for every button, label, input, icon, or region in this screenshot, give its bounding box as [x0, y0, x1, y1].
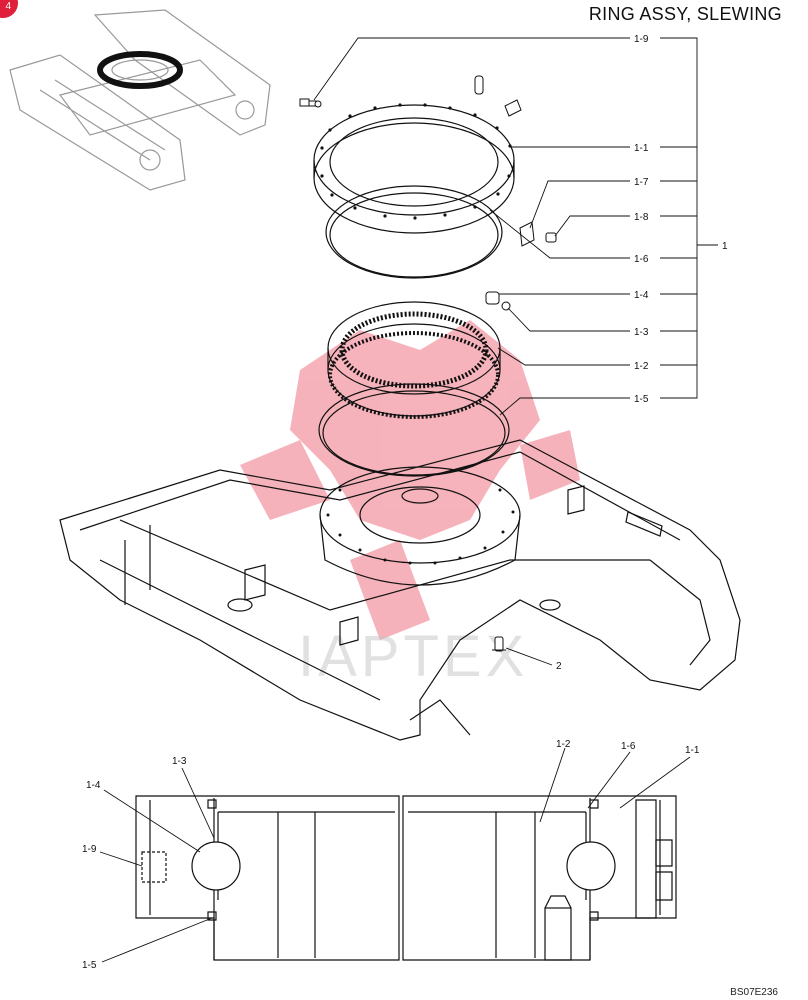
- section-callout-1-2: 1-2: [556, 739, 571, 750]
- diagram-title: RING ASSY, SLEWING: [588, 4, 782, 24]
- bolt-2: [492, 636, 506, 652]
- seal-1-6: [325, 185, 503, 279]
- callout-leaders: [313, 37, 718, 666]
- watermark-logo: [240, 320, 580, 640]
- grease-nipple-1-9: [299, 98, 322, 108]
- watermark-text: IAPTEX: [298, 624, 528, 689]
- callout-1-6: 1-6: [634, 254, 649, 265]
- track-frame: [59, 439, 741, 741]
- callout-1: 1: [722, 241, 728, 252]
- callout-1-1: 1-1: [634, 143, 649, 154]
- callout-1-9: 1-9: [634, 34, 649, 45]
- callout-labels: 1-9 1-1 1-7 1-8 1 1-6 1-4 1-3 1-2 1-5 2: [556, 34, 728, 672]
- bolt-1-8: [545, 232, 557, 243]
- section-callout-1-5: 1-5: [82, 960, 97, 971]
- roller-1-4: [485, 291, 500, 305]
- cross-section-view: [135, 795, 677, 961]
- plug: [504, 99, 522, 117]
- dowel-pin: [474, 75, 484, 95]
- callout-1-4: 1-4: [634, 290, 649, 301]
- page-badge: 4: [0, 0, 18, 18]
- inner-ring-gear-1-2: [327, 301, 501, 419]
- outer-ring-1-1: [313, 103, 515, 234]
- section-leaders: [99, 747, 691, 963]
- plate-1-7: [519, 221, 535, 247]
- seal-1-5: [318, 383, 510, 477]
- section-callout-1-1: 1-1: [685, 745, 700, 756]
- section-labels: 1-3 1-4 1-9 1-5 1-2 1-6 1-1: [82, 739, 700, 971]
- frame-bolt-holes: [326, 488, 515, 565]
- callout-1-7: 1-7: [634, 177, 649, 188]
- section-balls: [191, 841, 616, 891]
- thumbnail-ring-highlight: [97, 51, 183, 89]
- callout-1-8: 1-8: [634, 212, 649, 223]
- section-callout-1-3: 1-3: [172, 756, 187, 767]
- drawing-code: BS07E236: [730, 987, 778, 998]
- machine-thumbnail: [9, 9, 271, 191]
- section-callout-1-4: 1-4: [86, 780, 101, 791]
- callout-1-5: 1-5: [634, 394, 649, 405]
- section-callout-1-9: 1-9: [82, 844, 97, 855]
- callout-2: 2: [556, 661, 562, 672]
- section-callout-1-6: 1-6: [621, 741, 636, 752]
- callout-1-3: 1-3: [634, 327, 649, 338]
- badge-number: 4: [5, 1, 11, 12]
- callout-1-2: 1-2: [634, 361, 649, 372]
